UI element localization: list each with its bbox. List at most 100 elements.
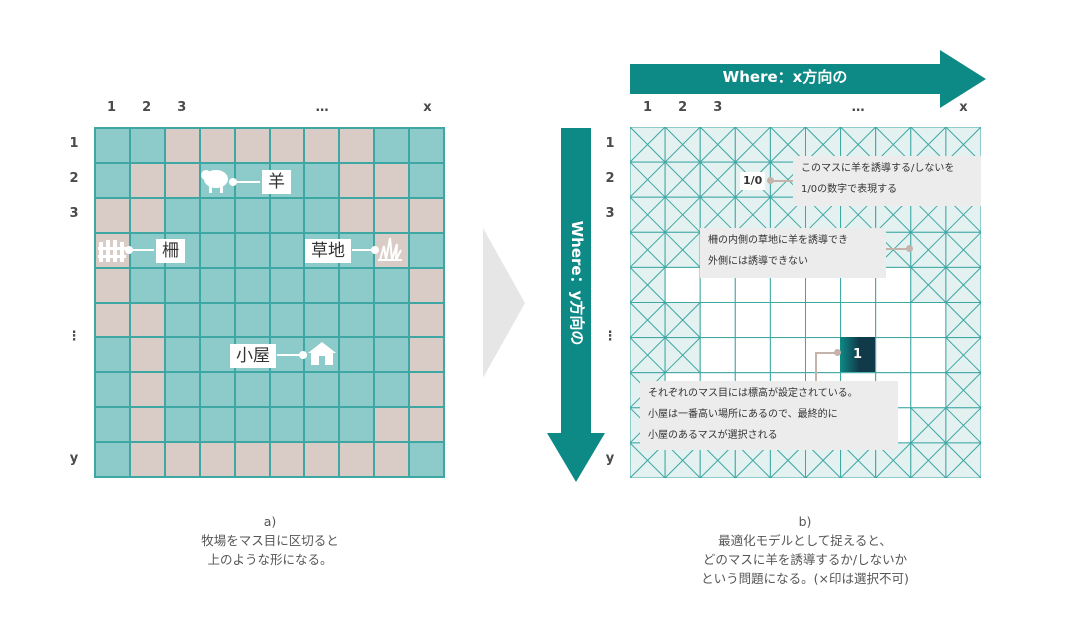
cross-mark (664, 231, 701, 268)
grass-cell (409, 442, 444, 477)
outside-cell (129, 162, 165, 198)
cross-mark (664, 302, 701, 338)
outside-cell (304, 442, 340, 477)
chevron-right-icon (483, 228, 525, 382)
grass-cell (95, 372, 130, 408)
selectable-cell (699, 302, 736, 339)
grass-cell (199, 232, 235, 268)
grass-cell (269, 372, 305, 408)
x-axis-label: x (959, 100, 968, 115)
selectable-cell (769, 302, 806, 339)
outside-cell (339, 128, 375, 163)
x-axis-label: 1 (107, 100, 117, 115)
outside-cell (304, 128, 340, 163)
grass-cell (129, 128, 165, 163)
grass-cell (164, 372, 200, 408)
grass-cell (409, 128, 444, 163)
note-bottom: それぞれのマス目には標高が設定されている。 小屋は一番高い場所にあるので、最終的… (640, 381, 898, 450)
grass-cell (95, 442, 130, 477)
cross-mark (629, 267, 666, 303)
grass-cell (304, 267, 340, 303)
fence-label: 柵 (156, 239, 185, 263)
grass-cell (199, 337, 235, 373)
grass-cell (269, 302, 305, 338)
outside-cell (199, 442, 235, 477)
outside-cell (339, 162, 375, 198)
outside-cell (164, 442, 200, 477)
selectable-cell (910, 372, 947, 409)
grass-cell (269, 267, 305, 303)
selectable-cell (805, 302, 842, 339)
outside-cell (234, 442, 270, 477)
x-axis-label: 1 (643, 100, 653, 115)
elevation-value: 1 (852, 347, 863, 362)
cross-mark (699, 161, 736, 198)
outside-cell (409, 267, 444, 303)
grass-cell (269, 197, 305, 233)
cross-mark (945, 407, 982, 444)
x-axis-label: … (851, 100, 865, 115)
x-direction-arrow (630, 50, 986, 112)
grass-icon (378, 236, 402, 266)
selectable-cell (734, 337, 771, 374)
grass-cell (234, 267, 270, 303)
selectable-cell (734, 302, 771, 339)
value-label: 1/0 (740, 172, 766, 190)
grass-cell (129, 267, 165, 303)
outside-cell (409, 407, 444, 443)
outside-cell (269, 442, 305, 477)
selectable-cell (699, 337, 736, 374)
y-axis-label: 3 (69, 205, 79, 221)
cross-mark (734, 126, 771, 163)
outside-cell (129, 302, 165, 338)
grass-label: 草地 (305, 239, 351, 263)
grass-cell (339, 337, 375, 373)
hut-label: 小屋 (230, 344, 276, 368)
caption-a: a) 牧場をマス目に区切ると 上のような形になる。 (201, 514, 339, 567)
elevation-cell (840, 337, 875, 372)
outside-cell (234, 128, 270, 163)
outside-cell (95, 197, 130, 233)
cross-mark (664, 126, 701, 163)
cross-mark (629, 302, 666, 338)
grass-cell (374, 267, 410, 303)
cross-mark (910, 267, 947, 303)
outside-cell (199, 128, 235, 163)
cross-mark (875, 442, 912, 479)
selectable-cell (769, 337, 806, 374)
outside-cell (95, 267, 130, 303)
cross-mark (945, 372, 982, 409)
note-top: このマスに羊を誘導する/しないを 1/0の数字で表現する (793, 156, 981, 206)
grass-cell (304, 162, 340, 198)
outside-cell (409, 337, 444, 373)
grass-cell (304, 372, 340, 408)
y-axis-label: 1 (605, 135, 615, 151)
outside-cell (269, 128, 305, 163)
x-axis-label: … (315, 100, 329, 115)
y-axis-label: ⋮ (603, 328, 617, 344)
grass-cell (374, 372, 410, 408)
y-axis-label: 2 (605, 170, 615, 186)
outside-cell (374, 197, 410, 233)
cross-mark (910, 407, 947, 444)
grass-cell (199, 267, 235, 303)
grass-cell (269, 407, 305, 443)
grass-cell (374, 337, 410, 373)
grass-cell (304, 407, 340, 443)
grass-cell (199, 372, 235, 408)
x-axis-label: 2 (678, 100, 688, 115)
hut-icon (307, 340, 337, 370)
outside-cell (129, 372, 165, 408)
grass-cell (164, 267, 200, 303)
grass-cell (339, 407, 375, 443)
grass-cell (199, 407, 235, 443)
grass-cell (234, 407, 270, 443)
cross-mark (664, 161, 701, 198)
cross-mark (910, 442, 947, 479)
grass-cell (95, 162, 130, 198)
grass-cell (269, 232, 305, 268)
cross-mark (945, 442, 982, 479)
cross-mark (629, 337, 666, 374)
outside-cell (129, 337, 165, 373)
y-axis-label: 3 (605, 205, 615, 221)
